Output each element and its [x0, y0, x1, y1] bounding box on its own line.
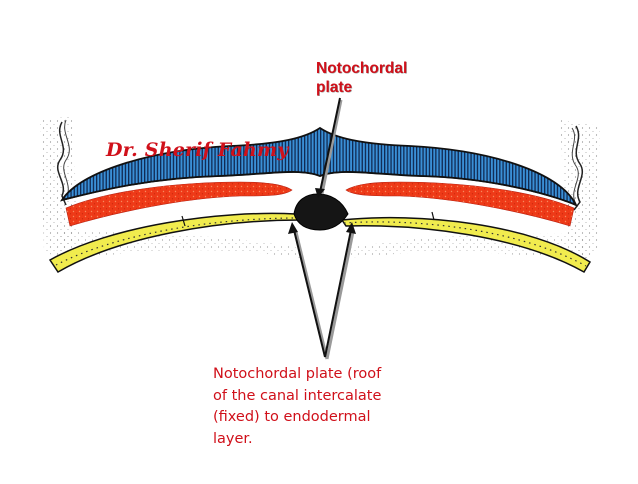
- arrow-left-head: [288, 222, 298, 234]
- arrow-right: [324, 229, 352, 358]
- caption: Notochordal plate (roof of the canal int…: [213, 364, 453, 450]
- label-line-2: plate: [316, 79, 353, 96]
- endoderm-dots-left: [55, 217, 299, 266]
- label-line-1: Notochordal: [316, 60, 408, 77]
- right-amnion-line-2: [571, 127, 579, 205]
- caption-line-1: Notochordal plate (roof: [213, 366, 382, 382]
- notochordal-plate-shape: [293, 193, 349, 231]
- notochordal-plate-label: Notochordal plate: [316, 59, 407, 97]
- ectoderm-outline-bottom: [61, 171, 577, 206]
- arrow-left-shadow: [294, 231, 329, 360]
- tick-mark-left: [181, 215, 186, 227]
- arrow-left: [293, 229, 326, 358]
- arrow-right-shadow: [325, 231, 355, 360]
- tick-mark-right: [431, 211, 435, 221]
- caption-line-3: (fixed) to endodermal: [213, 409, 371, 425]
- left-amnion-line-2: [63, 119, 70, 199]
- top-label-arrowhead: [315, 188, 325, 198]
- caption-line-2: of the canal intercalate: [213, 387, 382, 404]
- mesoderm-left-layer: [65, 181, 293, 227]
- author-signature: Dr. Sherif Fahmy: [106, 139, 289, 161]
- right-amnion-line: [573, 125, 583, 211]
- arrow-right-head: [346, 222, 356, 234]
- left-amnion-line: [57, 121, 67, 206]
- caption-line-4: layer.: [213, 430, 253, 447]
- right-stipple: [560, 120, 600, 262]
- top-label-pointer: [319, 97, 341, 193]
- mesoderm-right-layer: [345, 181, 575, 227]
- left-stipple: [40, 116, 78, 260]
- top-label-pointer-shadow: [320, 99, 343, 195]
